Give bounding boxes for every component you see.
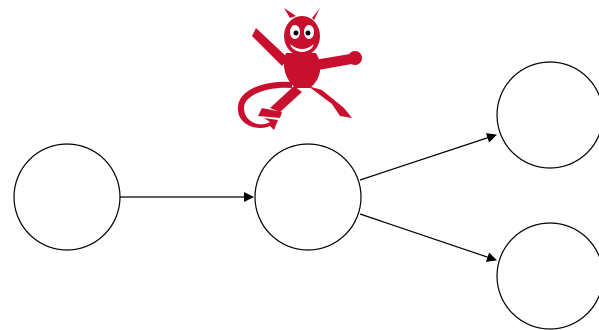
nodes: [13, 61, 599, 330]
node-n4: [496, 222, 599, 330]
devil-mascot-icon: [237, 8, 362, 130]
node-n1: [13, 143, 121, 251]
edge-n2-n4: [359, 213, 497, 262]
node-n2: [254, 143, 362, 251]
edge-n2-n3: [359, 133, 497, 181]
edges: [120, 133, 497, 262]
node-n3: [496, 61, 599, 169]
